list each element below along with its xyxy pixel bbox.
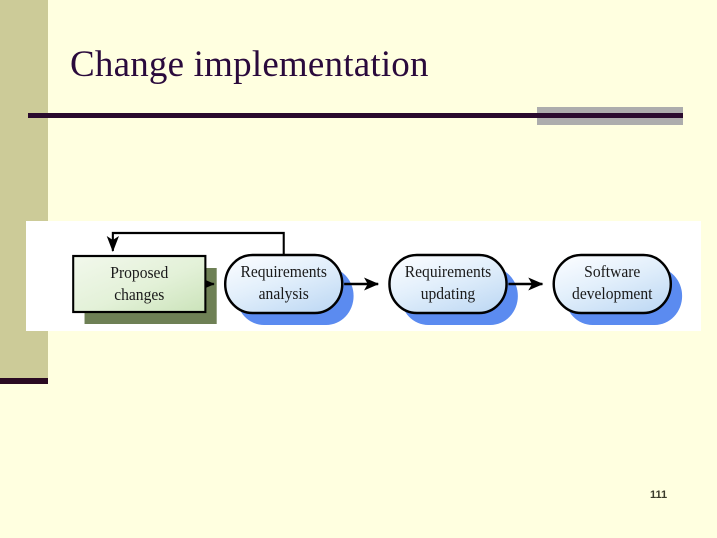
node-label-line1: Requirements — [405, 264, 491, 281]
node-label-line2: analysis — [259, 286, 309, 303]
edge-feedback-loop — [106, 231, 285, 255]
page-number: 111 — [650, 489, 668, 501]
title-rule-line — [28, 113, 683, 118]
page-title: Change implementation — [70, 44, 429, 85]
node-software-development[interactable]: Software development — [552, 253, 673, 315]
sidebar-underline-decoration — [0, 378, 48, 384]
node-label-line2: updating — [421, 286, 475, 303]
node-requirements-analysis[interactable]: Requirements analysis — [223, 253, 344, 315]
node-proposed-changes[interactable]: Proposed changes — [72, 254, 207, 314]
node-requirements-updating[interactable]: Requirements updating — [388, 253, 508, 315]
node-label-line1: Proposed — [110, 265, 168, 282]
change-implementation-flow-diagram: Proposed changes Requirements analysis R… — [72, 231, 683, 325]
diagram-panel: Proposed changes Requirements analysis R… — [26, 221, 701, 331]
node-label-line2: development — [572, 286, 653, 303]
node-label-line1: Requirements — [241, 264, 327, 281]
node-label-line2: changes — [114, 287, 164, 304]
node-label-line1: Software — [584, 264, 640, 281]
